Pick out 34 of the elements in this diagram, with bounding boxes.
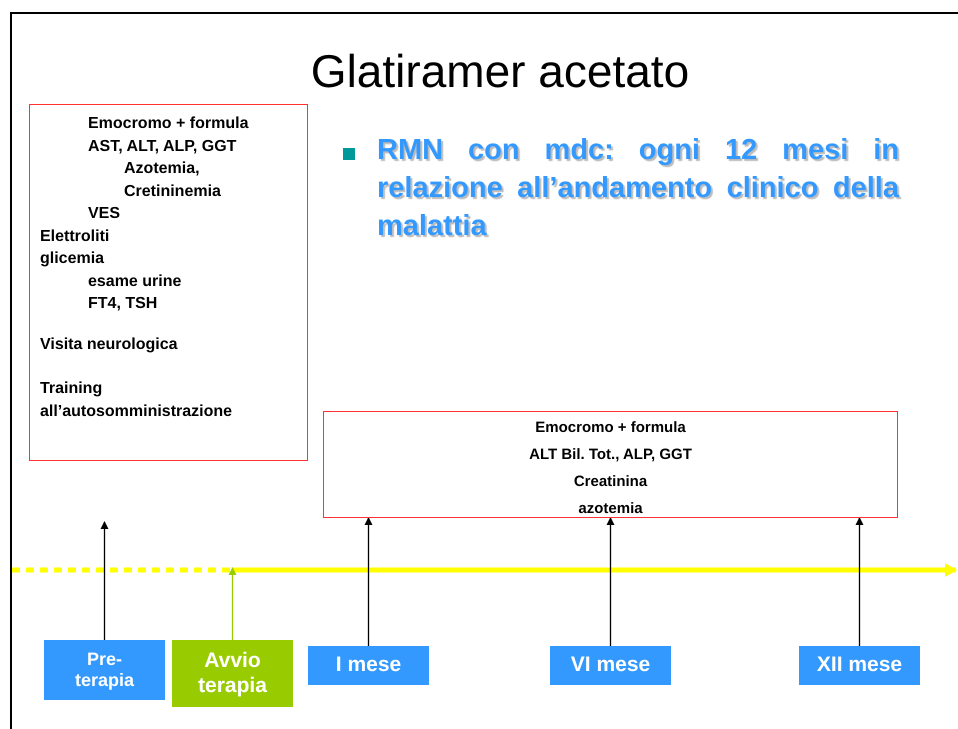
exam-text: Visita neurologica	[40, 334, 178, 354]
arrow	[606, 517, 614, 646]
arrow	[228, 567, 236, 640]
exam-text: Azotemia,	[124, 159, 200, 179]
exam-text: VES	[88, 204, 120, 224]
timepoint-box	[308, 646, 429, 685]
timepoint-box	[44, 640, 165, 700]
timepoint-label: I mese	[334, 653, 402, 678]
timepoint-label: Pre-terapia	[74, 649, 134, 691]
timepoint-label: XII mese	[816, 653, 904, 678]
timepoint-box	[799, 646, 920, 685]
timepoint-box	[172, 640, 293, 707]
exam-text: Training all’autosomministrazione	[40, 379, 234, 422]
exam-text: Elettroliti	[40, 226, 110, 246]
exam-list-box	[323, 411, 898, 518]
exam-list-box	[29, 104, 308, 461]
exam-text: Cretininemia	[124, 182, 221, 202]
exam-text: AST, ALT, ALP, GGT	[88, 136, 236, 156]
exam-text: Emocromo + formula	[535, 418, 686, 438]
arrow	[856, 517, 864, 646]
bullet-text: RMN con mdc: ogni 12 mesi in relazione all’andamento clinico della malattia	[377, 133, 899, 244]
exam-text: Emocromo + formula	[88, 114, 248, 134]
timepoint-box	[550, 646, 671, 685]
exam-text: ALT Bil. Tot., ALP, GGT	[529, 445, 692, 465]
exam-text: esame urine	[88, 272, 182, 292]
timepoint-label: Avvio terapia	[197, 649, 268, 698]
exam-text: Creatinina	[574, 472, 648, 492]
exam-text: glicemia	[40, 249, 104, 269]
exam-text: azotemia	[578, 499, 643, 519]
arrow	[364, 517, 372, 646]
timepoint-label: VI mese	[570, 653, 652, 678]
exam-text: FT4, TSH	[88, 294, 158, 314]
slide-title: Glatiramer acetato	[310, 44, 690, 98]
arrow	[100, 521, 108, 640]
